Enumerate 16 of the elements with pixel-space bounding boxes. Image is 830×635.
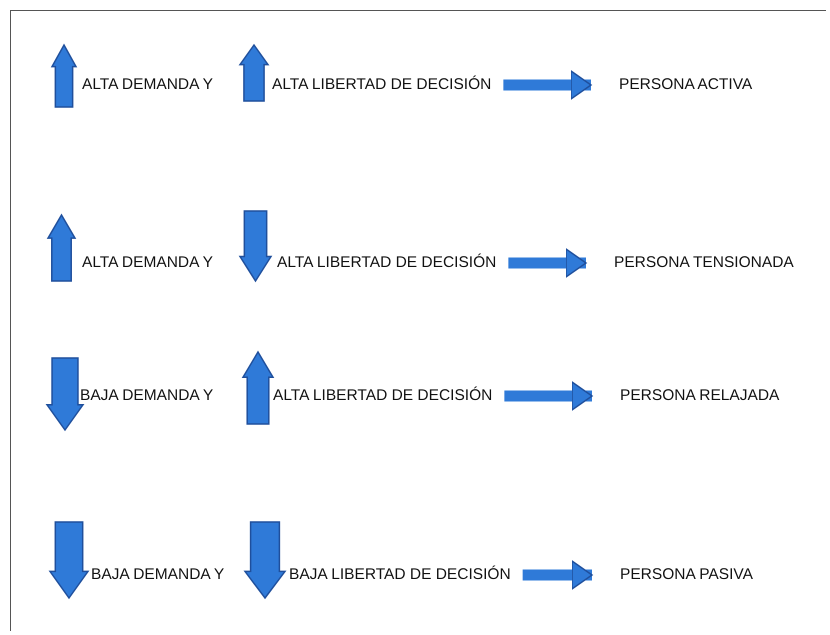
node-text: PERSONA RELAJADA <box>620 386 780 406</box>
node-text: PERSONA PASIVA <box>620 565 753 585</box>
node-text: ALTA DEMANDA Y <box>82 75 213 95</box>
arrow <box>503 70 592 100</box>
node-text: BAJA DEMANDA Y <box>91 565 224 585</box>
node-text: ALTA LIBERTAD DE DECISIÓN <box>277 253 496 273</box>
node-text: PERSONA ACTIVA <box>619 75 752 95</box>
node-text: BAJA LIBERTAD DE DECISIÓN <box>289 565 511 585</box>
arrow <box>508 248 587 278</box>
node-text: ALTA LIBERTAD DE DECISIÓN <box>272 75 492 95</box>
node-text: PERSONA TENSIONADA <box>614 253 794 273</box>
node-text: BAJA DEMANDA Y <box>80 386 214 406</box>
node-text: ALTA DEMANDA Y <box>82 253 213 273</box>
arrow <box>522 560 593 590</box>
node-text: ALTA LIBERTAD DE DECISIÓN <box>273 386 492 406</box>
arrow <box>504 381 593 411</box>
